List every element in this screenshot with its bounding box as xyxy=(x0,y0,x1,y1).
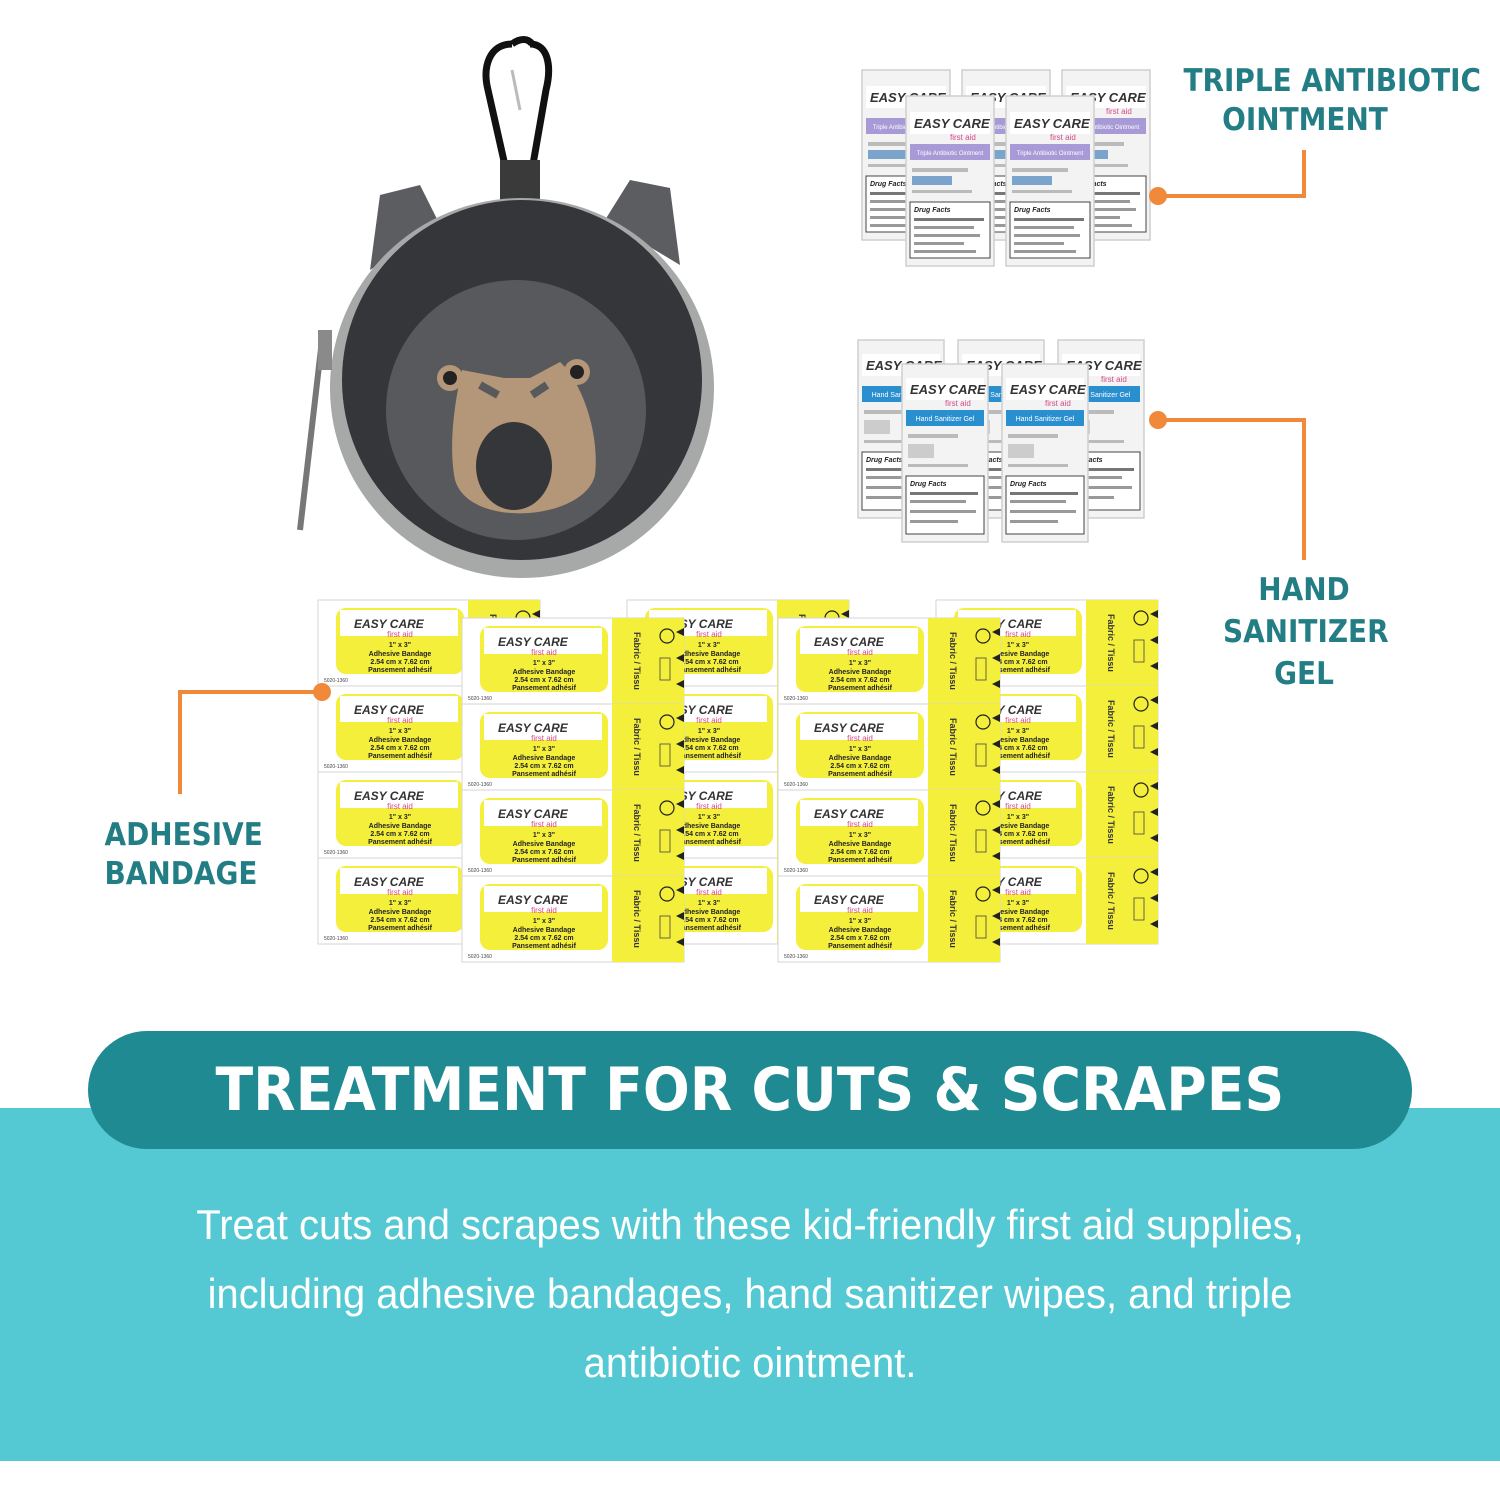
product-illustration: EASY CARE first aid Triple Antibiotic Oi… xyxy=(178,36,1306,1010)
sanitizer-label-line1: HAND xyxy=(1258,572,1350,608)
ointment-label-line2: OINTMENT xyxy=(1222,101,1388,138)
bottom-band xyxy=(0,1108,1500,1461)
sanitizer-callout-line xyxy=(1149,411,1306,560)
bandage-label-line1: ADHESIVE xyxy=(104,817,263,853)
description: Treat cuts and scrapes with these kid-fr… xyxy=(196,1201,1304,1386)
bear-pouch-image xyxy=(297,36,714,578)
headline: TREATMENT FOR CUTS & SCRAPES xyxy=(215,1055,1285,1125)
ointment-callout-line xyxy=(1149,150,1306,205)
sanitizer-label-line2: SANITIZER xyxy=(1223,613,1389,650)
sanitizer-label: HAND SANITIZER GEL xyxy=(1223,570,1389,696)
bandage-label-line2: BANDAGE xyxy=(104,855,258,892)
bandages-image xyxy=(318,600,1158,962)
bandage-label: ADHESIVE BANDAGE xyxy=(104,816,263,894)
ointment-packets-image xyxy=(861,69,1151,267)
ointment-label-line1: TRIPLE ANTIBIOTIC xyxy=(1183,63,1482,99)
sanitizer-label-line3: GEL xyxy=(1274,655,1334,692)
sanitizer-packets-image xyxy=(857,339,1145,543)
ointment-label: TRIPLE ANTIBIOTIC OINTMENT xyxy=(1183,62,1482,140)
bandage-callout-line xyxy=(178,683,331,794)
headline-banner: TREATMENT FOR CUTS & SCRAPES xyxy=(88,1031,1412,1149)
